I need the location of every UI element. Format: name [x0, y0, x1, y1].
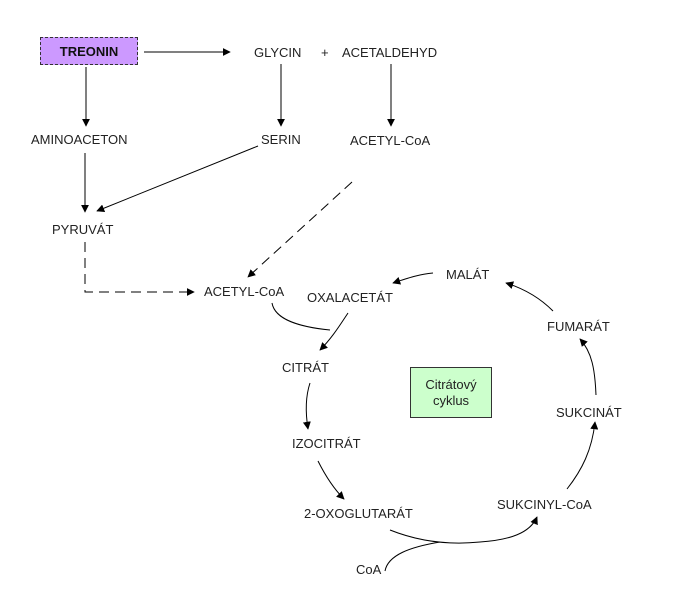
- node-acetylcoa-mid: ACETYL-CoA: [204, 284, 285, 299]
- arrow-serin-pyruvat: [96, 145, 259, 213]
- arrow-malat-oxalacetat: [392, 272, 434, 285]
- node-fumarat: FUMARÁT: [547, 319, 610, 334]
- treonin-box: TREONIN: [40, 37, 138, 65]
- arrow-coa-join: [384, 541, 441, 572]
- arrow-sukcinylcoa-sukcinat: [566, 421, 599, 490]
- node-oxoglutarat: 2-OXOGLUTARÁT: [304, 506, 413, 521]
- node-pyruvat: PYRUVÁT: [52, 222, 114, 237]
- node-acetylcoa-top: ACETYL-CoA: [350, 133, 431, 148]
- node-coa: CoA: [356, 562, 382, 577]
- arrow-acetylcoa-citrat: [271, 302, 331, 331]
- arrow-oxoglutarat-sukcinylcoa: [389, 516, 538, 544]
- node-malat: MALÁT: [446, 267, 490, 282]
- arrow-fumarat-malat: [505, 281, 554, 312]
- plus-sign: +: [321, 45, 329, 60]
- node-aminoaceton: AMINOACETON: [31, 132, 128, 147]
- cycle-label-line1: Citrátový: [425, 376, 477, 392]
- arrow-pyruvat-acetylcoa: [84, 242, 195, 296]
- node-acetaldehyd: ACETALDEHYD: [342, 45, 438, 60]
- node-glycin: GLYCIN: [254, 45, 302, 60]
- arrow-citrat-izocitrat: [302, 382, 311, 430]
- arrow-izocitrat-oxoglutarat: [317, 460, 345, 500]
- node-sukcinylcoa: SUKCINYL-CoA: [497, 497, 592, 512]
- node-treonin: TREONIN: [59, 43, 119, 59]
- arrow-acetylcoa-acetylcoa: [247, 181, 353, 278]
- cycle-label-line2: cyklus: [432, 392, 470, 408]
- arrow-oxalacetat-citrat: [319, 312, 349, 351]
- node-oxalacetat: OXALACETÁT: [307, 290, 393, 305]
- node-citrat: CITRÁT: [282, 360, 329, 375]
- citric-cycle-box: Citrátový cyklus: [410, 367, 492, 418]
- arrow-sukcinat-fumarat: [579, 338, 597, 396]
- node-izocitrat: IZOCITRÁT: [292, 436, 361, 451]
- node-sukcinat: SUKCINÁT: [556, 405, 622, 420]
- node-serin: SERIN: [261, 132, 301, 147]
